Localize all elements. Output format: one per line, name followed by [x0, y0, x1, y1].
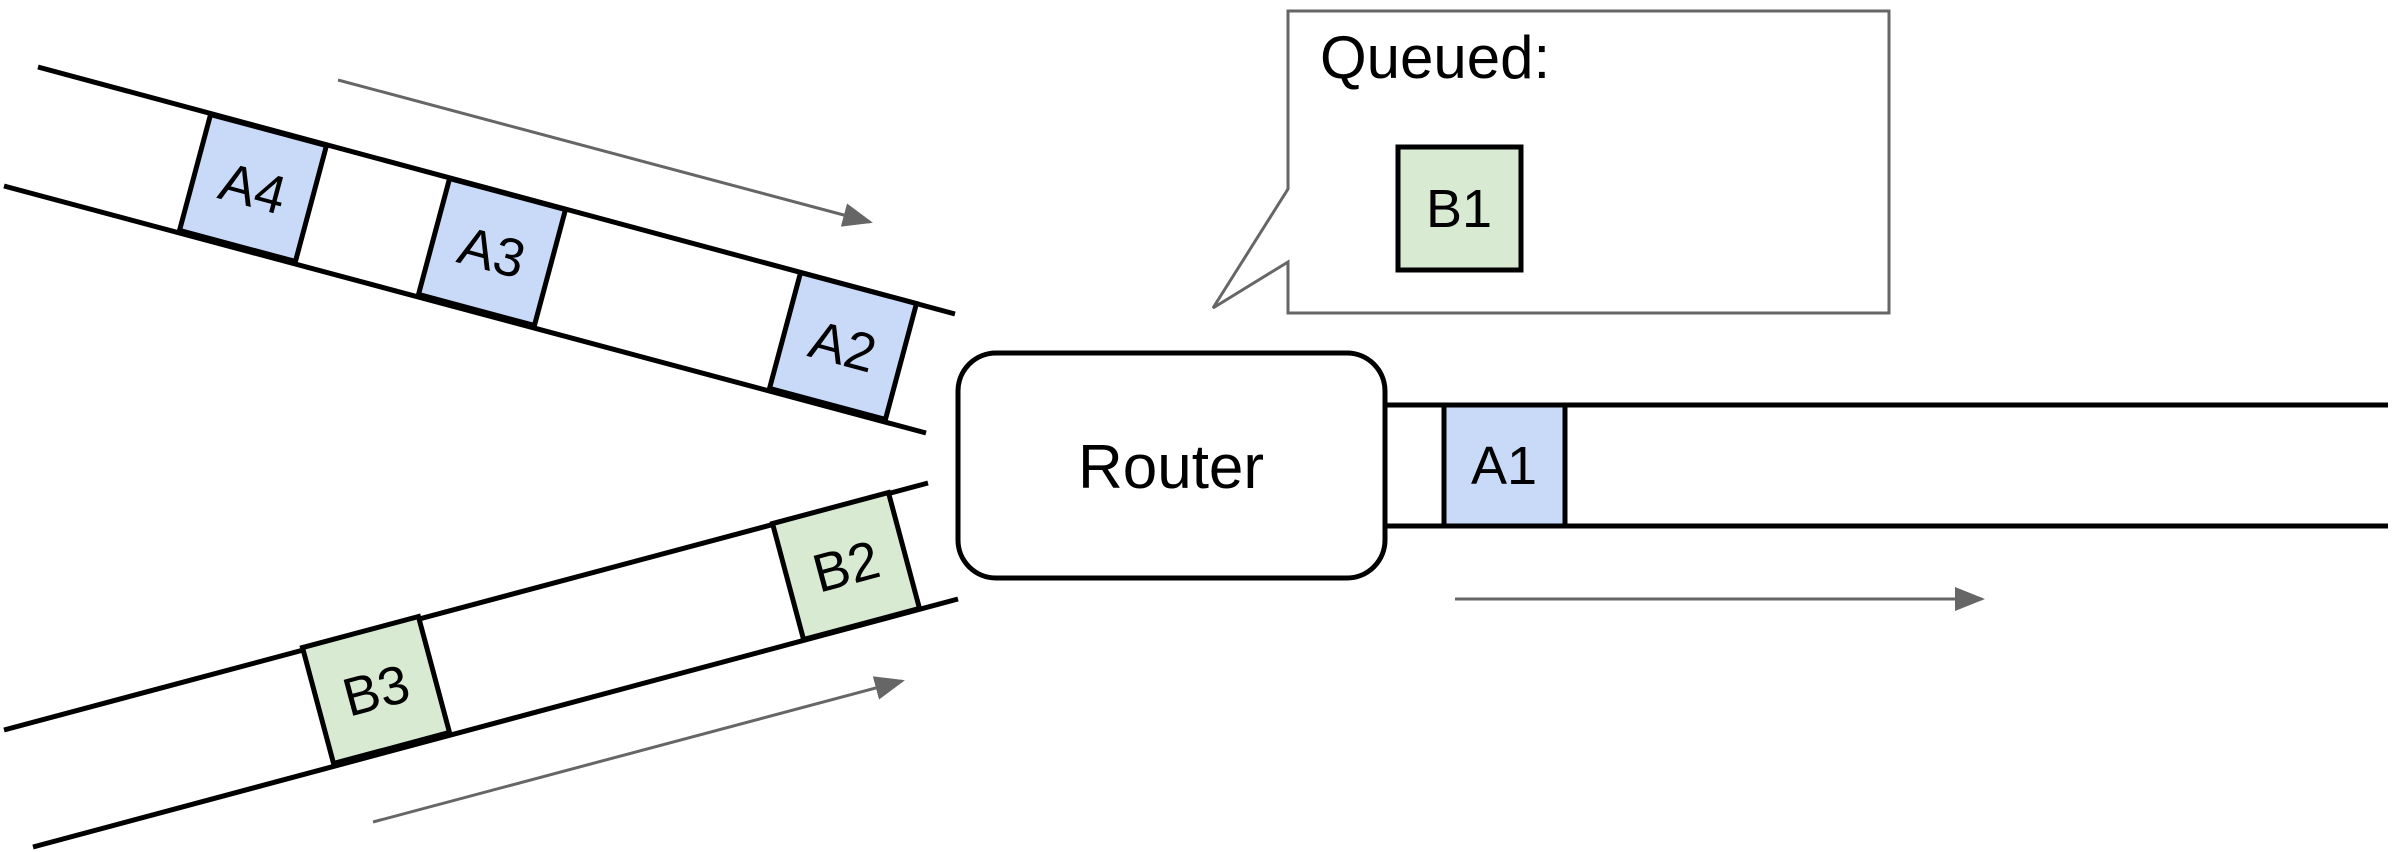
queue-callout-bubble: [1211, 9, 1891, 315]
packet-b2: B2: [769, 489, 923, 643]
packet-b1-label: B1: [1426, 179, 1492, 239]
flow-a-direction-arrow: [337, 78, 873, 227]
packet-b1: B1: [1395, 144, 1524, 273]
packet-a3: A3: [415, 175, 569, 329]
router: Router: [955, 350, 1388, 581]
packet-a2: A2: [766, 269, 920, 423]
queue-callout-title: Queued:: [1320, 24, 1550, 91]
packet-a1: A1: [1441, 402, 1568, 529]
packet-a4: A4: [176, 111, 330, 265]
queue-callout: Queued: B1: [1211, 9, 1891, 315]
packet-a1-label: A1: [1471, 436, 1537, 496]
router-label: Router: [1078, 433, 1264, 502]
link-a-bottom-edge: [3, 183, 927, 436]
router-box: [955, 350, 1388, 581]
flow-b-direction-arrow: [372, 676, 905, 824]
packet-b3: B3: [299, 613, 453, 767]
